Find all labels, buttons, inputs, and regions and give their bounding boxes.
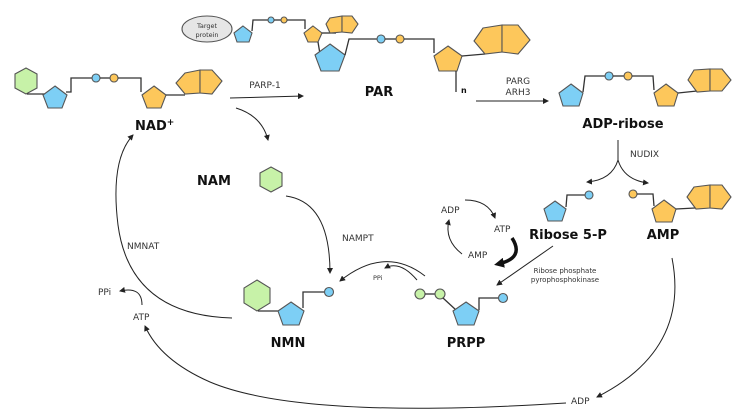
arh3-enzyme-label: ARH3 (506, 88, 531, 98)
nam-to-nmn-arrow (285, 195, 333, 274)
parp1-enzyme-label: PARP-1 (249, 81, 280, 91)
target-protein-label: protein (195, 31, 218, 39)
ribose5p-molecule: Ribose 5-P (529, 190, 607, 243)
amp-to-adp-arrow-long (596, 257, 676, 398)
nudix-to-amp-arrow (617, 159, 649, 186)
nicotinamide-hexagon-icon (259, 166, 283, 193)
nicotinamide-hexagon-icon (243, 279, 271, 312)
bottom-adp-label: ADP (571, 397, 590, 407)
phosphate-icon (584, 190, 594, 200)
repeat-n-label: n (461, 86, 467, 95)
atp-to-amp-arrow (494, 237, 518, 268)
phosphate-icon (267, 16, 275, 24)
prpp-label: PRPP (447, 336, 486, 351)
ribose-pentagon-icon (651, 199, 677, 223)
ribose-pentagon-icon (303, 25, 323, 43)
ribose5p-to-prpp-arrow (496, 245, 554, 286)
ribose-pentagon-icon (314, 43, 346, 72)
amp-molecule: AMP (628, 184, 732, 243)
nampt-ppi-arrow (384, 263, 418, 281)
phosphate-icon (376, 34, 386, 44)
adenosine-ribose-pentagon-icon (141, 85, 167, 109)
adenine-icon (687, 68, 711, 93)
adenine-ring-icon (341, 15, 359, 34)
ribose-pentagon-icon (543, 200, 567, 222)
pyrophosphate-icon (414, 288, 426, 300)
cycle-adp-label: ADP (441, 206, 460, 216)
ribose-pentagon-icon (452, 301, 480, 326)
phosphate-icon (280, 16, 288, 24)
prpp-to-nmn-arrow (339, 261, 426, 282)
target-protein-label: Target (196, 22, 218, 30)
nmn-to-nad-arrow (115, 134, 233, 319)
cycle-atp-label: ATP (494, 225, 511, 235)
nampt-enzyme-label: NAMPT (342, 234, 374, 244)
ribose-pentagon-icon (558, 83, 584, 107)
nad-molecule: NAD+ (14, 67, 223, 134)
phosphate-icon (91, 73, 101, 83)
phosphate-icon (395, 34, 405, 44)
phosphate-icon (323, 286, 335, 298)
nicotinamide-hexagon-icon (14, 67, 38, 95)
adp-to-atp-arrow (464, 199, 496, 219)
phosphate-icon (623, 71, 633, 81)
nmn-label: NMN (271, 336, 306, 351)
nad-to-nam-arrow (235, 107, 270, 141)
ribose-pentagon-icon (233, 25, 253, 43)
nampt-ppi-label: PPi (373, 274, 383, 282)
parg-enzyme-label: PARG (506, 77, 530, 87)
target-protein (181, 15, 233, 43)
nmnat-enzyme-label: NMNAT (127, 242, 160, 252)
atp-to-ppi-arrow (119, 286, 143, 306)
amp-label: AMP (647, 228, 680, 243)
par-label: PAR (365, 85, 393, 100)
parp1-arrow (229, 93, 304, 100)
ribose5p-label: Ribose 5-P (529, 228, 607, 243)
adp-to-atp-arrow-long (144, 325, 567, 409)
ribose-pentagon-icon (42, 85, 68, 109)
cycle-amp-label: AMP (468, 251, 488, 261)
adenine-ring-icon (199, 69, 223, 95)
adenine-ring-icon (709, 68, 732, 92)
adenine-ring-icon (709, 184, 732, 210)
adenine-icon (175, 69, 201, 95)
ribose-pentagon-icon (277, 301, 305, 326)
nam-molecule: NAM (197, 166, 283, 193)
phosphate-icon (628, 189, 638, 199)
pyrophosphate-icon (434, 288, 446, 300)
phosphate-icon (109, 73, 119, 83)
nmn-molecule: NMN (243, 279, 335, 351)
nmnat-atp-label: ATP (133, 313, 150, 323)
par-molecule: Target protein n PAR (181, 15, 531, 100)
nad-label: NAD+ (135, 118, 174, 134)
adp-ribose-label: ADP-ribose (582, 117, 663, 132)
prpp-molecule: PRPP (414, 288, 509, 351)
nam-label: NAM (197, 174, 231, 189)
adenine-ring-icon (501, 24, 531, 55)
phosphate-icon (604, 71, 614, 81)
nmnat-ppi-label: PPi (98, 288, 111, 298)
adenine-icon (325, 15, 343, 34)
nudix-to-ribose5p-arrow (586, 159, 619, 185)
ribose-pentagon-icon (653, 83, 679, 107)
nudix-enzyme-label: NUDIX (630, 150, 659, 160)
rpk-enzyme-label: Ribose phosphate (534, 267, 597, 275)
rpk-enzyme-label: pyrophosphokinase (531, 276, 599, 284)
ribose-pentagon-icon (433, 45, 463, 72)
phosphate-icon (497, 292, 509, 304)
amp-to-adp-arrow (444, 219, 463, 255)
adp-ribose-molecule: ADP-ribose (558, 68, 732, 132)
adenine-icon (473, 24, 503, 55)
adenine-icon (686, 184, 711, 210)
